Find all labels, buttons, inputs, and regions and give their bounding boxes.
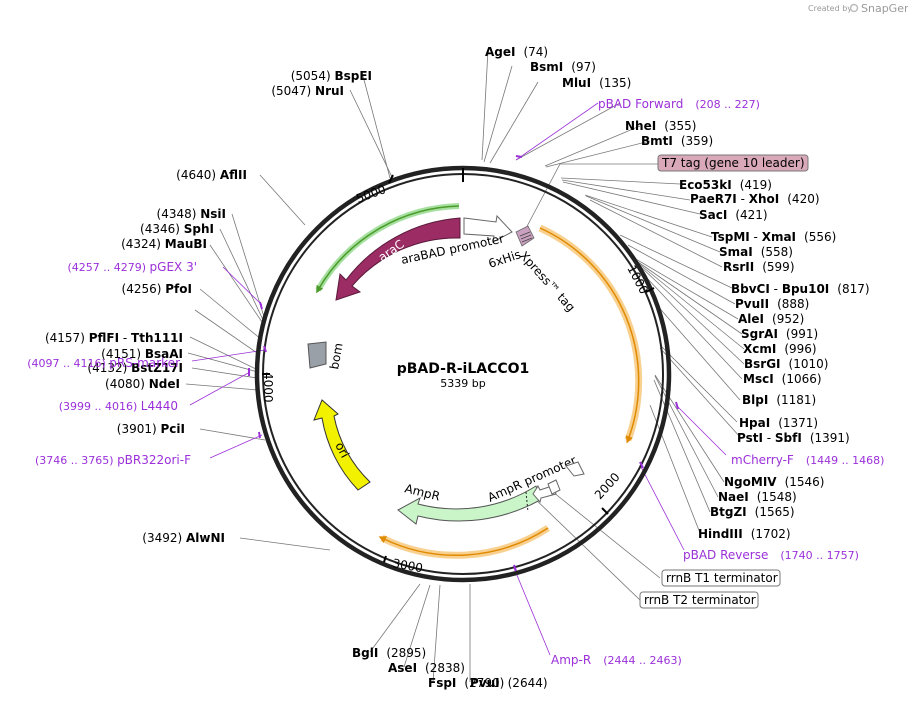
site-label-tspmi: TspMI - XmaI(556) bbox=[711, 230, 836, 244]
site-label-btgzi: BtgZI(1565) bbox=[710, 505, 795, 519]
site-label-fspi: FspI(2790) bbox=[428, 676, 504, 690]
site-label-blpi: BlpI(1181) bbox=[742, 393, 816, 407]
site-label-sgrai: SgrAI(991) bbox=[741, 327, 818, 341]
site-label-rsrii: RsrII(599) bbox=[723, 260, 795, 274]
ampr-label: AmpR bbox=[403, 481, 441, 503]
rrnb-t2-marker bbox=[547, 479, 561, 495]
arabad-promoter-feature bbox=[463, 214, 513, 243]
site-label-hpai: HpaI(1371) bbox=[739, 416, 818, 430]
rrnb-t1-box bbox=[661, 569, 781, 587]
primer-label-6: (4097 .. 4116) pRS-marker bbox=[27, 356, 180, 370]
rrnb-t1-marker bbox=[565, 461, 585, 477]
site-label-ngomiv: NgoMIV(1546) bbox=[724, 475, 824, 489]
t7-tag-box bbox=[657, 154, 809, 172]
site-label-bstz17i: (4132) BstZ17I bbox=[87, 361, 183, 375]
site-label-pfoi: (4256) PfoI bbox=[122, 282, 192, 296]
his-tag-feature bbox=[515, 225, 535, 247]
orange-arc-insert bbox=[538, 224, 643, 442]
plasmid-size: 5339 bp bbox=[440, 377, 485, 390]
site-label-xcmi: XcmI(996) bbox=[743, 342, 817, 356]
ampr-feature bbox=[397, 485, 541, 525]
primer-label-3: Amp-R(2444 .. 2463) bbox=[551, 653, 682, 667]
site-label-aflii: (4640) AflII bbox=[176, 168, 247, 182]
site-label-saci: SacI(421) bbox=[699, 208, 768, 222]
bom-label: bom bbox=[327, 342, 345, 371]
position-ticks bbox=[262, 168, 655, 563]
arac-feature bbox=[335, 217, 461, 301]
bom-feature bbox=[307, 341, 327, 369]
snapgene-logo-icon bbox=[849, 3, 859, 13]
site-label-nsii: (4348) NsiI bbox=[157, 207, 226, 221]
site-label-nrui: (5047) NruI bbox=[271, 84, 344, 98]
leader-lines bbox=[185, 49, 745, 683]
primer-label-0: pBAD Forward(208 .. 227) bbox=[598, 97, 760, 111]
site-label-bmti: BmtI(359) bbox=[641, 134, 713, 148]
site-label-naei: NaeI(1548) bbox=[718, 490, 797, 504]
site-label-pvui: PvuI(2644) bbox=[470, 676, 548, 690]
site-label-pflfi: (4157) PflFI - Tth111I bbox=[45, 331, 183, 345]
brand-text: SnapGene bbox=[861, 2, 908, 15]
site-label-maubi: (4324) MauBI bbox=[121, 237, 207, 251]
site-label-smai: SmaI(558) bbox=[719, 245, 793, 259]
site-label-hindiii: HindIII(1702) bbox=[698, 527, 791, 541]
site-label-paer7i: PaeR7I - XhoI(420) bbox=[690, 192, 820, 206]
site-label-asei: AseI(2838) bbox=[388, 661, 465, 675]
tick-label-3000: 3000 bbox=[391, 556, 424, 575]
created-by-text: Created by bbox=[808, 4, 852, 13]
rrnb-t2-label: rrnB T2 terminator bbox=[644, 593, 756, 607]
site-label-bsmi: BsmI(97) bbox=[530, 60, 596, 74]
site-label-bsaai: (4151) BsaAI bbox=[101, 347, 183, 361]
tick-label-2000: 2000 bbox=[592, 470, 623, 502]
site-label-pvuii: PvuII(888) bbox=[735, 297, 809, 311]
primer-label-4: (3746 .. 3765) pBR322ori-F bbox=[35, 453, 191, 467]
site-label-eco53ki: Eco53kI(419) bbox=[679, 178, 772, 192]
rrnb-t2-box bbox=[639, 591, 759, 609]
ori-label: ori bbox=[332, 440, 352, 460]
his-label: 6xHis bbox=[487, 247, 523, 271]
site-label-alei: AleI(952) bbox=[738, 312, 804, 326]
ori-feature bbox=[313, 399, 371, 491]
site-label-agei: AgeI(74) bbox=[485, 45, 548, 59]
primer-label-2: pBAD Reverse(1740 .. 1757) bbox=[683, 548, 859, 562]
site-label-bsrgi: BsrGI(1010) bbox=[744, 357, 828, 371]
primer-label-5: (3999 .. 4016) L4440 bbox=[59, 399, 178, 413]
t7-tag-label: T7 tag (gene 10 leader) bbox=[661, 156, 805, 170]
primer-labels: pBAD Forward(208 .. 227) mCherry-F(1449 .… bbox=[27, 97, 884, 667]
site-label-msci: MscI(1066) bbox=[743, 372, 822, 386]
plasmid-name: pBAD-R-iLACCO1 bbox=[397, 361, 530, 377]
site-label-bbvci: BbvCI - Bpu10I(817) bbox=[731, 282, 870, 296]
primer-label-1: mCherry-F(1449 .. 1468) bbox=[731, 453, 884, 467]
primer-marks bbox=[248, 155, 679, 572]
xpress-tag-feature bbox=[519, 231, 533, 243]
site-label-psti: PstI - SbfI(1391) bbox=[737, 431, 850, 445]
site-label-bspei: (5054) BspEI bbox=[291, 69, 372, 83]
site-label-alwni: (3492) AlwNI bbox=[142, 531, 225, 545]
site-label-bgli: BglI(2895) bbox=[352, 646, 426, 660]
primer-label-7: (4257 .. 4279) pGEX 3' bbox=[67, 260, 197, 274]
xpress-label: Xpress™ tag bbox=[517, 249, 578, 315]
site-label-pcii: (3901) PciI bbox=[117, 422, 185, 436]
site-label-ndei: (4080) NdeI bbox=[105, 377, 180, 391]
site-label-nhei: NheI(355) bbox=[625, 119, 696, 133]
site-label-mlui: MluI(135) bbox=[562, 76, 631, 90]
rrnb-t1-label: rrnB T1 terminator bbox=[666, 571, 778, 585]
site-label-sphi: (4346) SphI bbox=[140, 222, 214, 236]
restriction-site-labels: AgeI(74)BsmI(97) MluI(135) NheI(355)BmtI(3… bbox=[45, 45, 870, 690]
tick-label-4000: 4000 bbox=[261, 372, 275, 403]
tick-label-5000: 5000 bbox=[354, 182, 387, 206]
